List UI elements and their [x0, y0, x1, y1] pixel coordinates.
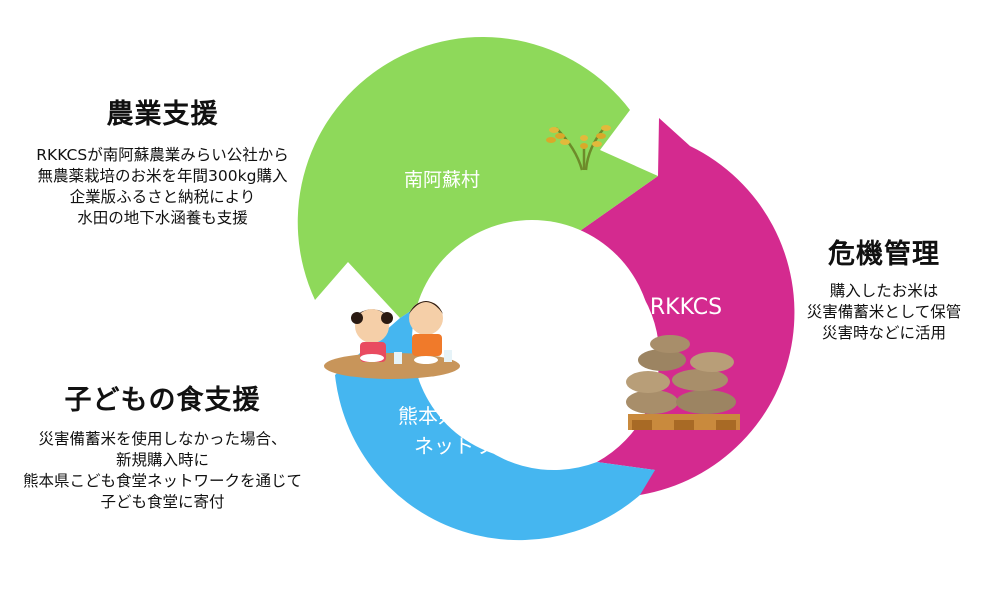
green-segment-label: 南阿蘇村 — [404, 169, 480, 191]
farm-support-line: RKKCSが南阿蘇農業みらい公社から — [36, 146, 289, 164]
rice-plant-icon — [546, 125, 611, 171]
farm-support-line: 企業版ふるさと納税により — [69, 188, 256, 206]
farm-support-block: 農業支援 RKKCSが南阿蘇農業みらい公社から 無農薬栽培のお米を年間300kg… — [0, 92, 325, 229]
risk-management-line: 災害時などに活用 — [821, 324, 946, 342]
risk-management-line: 購入したお米は — [829, 282, 939, 300]
cycle-center — [412, 220, 652, 460]
child-food-support-heading: 子どもの食支援 — [64, 385, 261, 416]
farm-support-line: 水田の地下水涵養も支援 — [77, 209, 248, 227]
child-food-support-line: 災害備蓄米を使用しなかった場合、 — [38, 430, 287, 448]
child-food-support-line: 熊本県こども食堂ネットワークを通じて — [22, 472, 302, 490]
risk-management-line: 災害備蓄米として保管 — [806, 303, 962, 321]
child-food-support-line: 子ども食堂に寄付 — [100, 493, 225, 511]
segment-minamiaso — [297, 36, 658, 318]
farm-support-line: 無農薬栽培のお米を年間300kg購入 — [37, 167, 288, 185]
child-food-support-block: 子どもの食支援 災害備蓄米を使用しなかった場合、 新規購入時に 熊本県こども食堂… — [0, 378, 325, 513]
risk-management-heading: 危機管理 — [828, 239, 940, 270]
blue-segment-label-line-1: 熊本県こども食堂 — [398, 404, 558, 428]
risk-management-block: 危機管理 購入したお米は 災害備蓄米として保管 災害時などに活用 — [768, 232, 1000, 344]
blue-segment-label-line-2: ネットワーク — [414, 434, 534, 458]
children-eating-icon — [324, 301, 460, 379]
rice-sacks-icon — [626, 335, 740, 430]
magenta-segment-label: RKKCS — [650, 295, 722, 320]
farm-support-heading: 農業支援 — [106, 99, 219, 130]
segment-rkkcs — [567, 118, 795, 498]
child-food-support-line: 新規購入時に — [115, 451, 209, 469]
